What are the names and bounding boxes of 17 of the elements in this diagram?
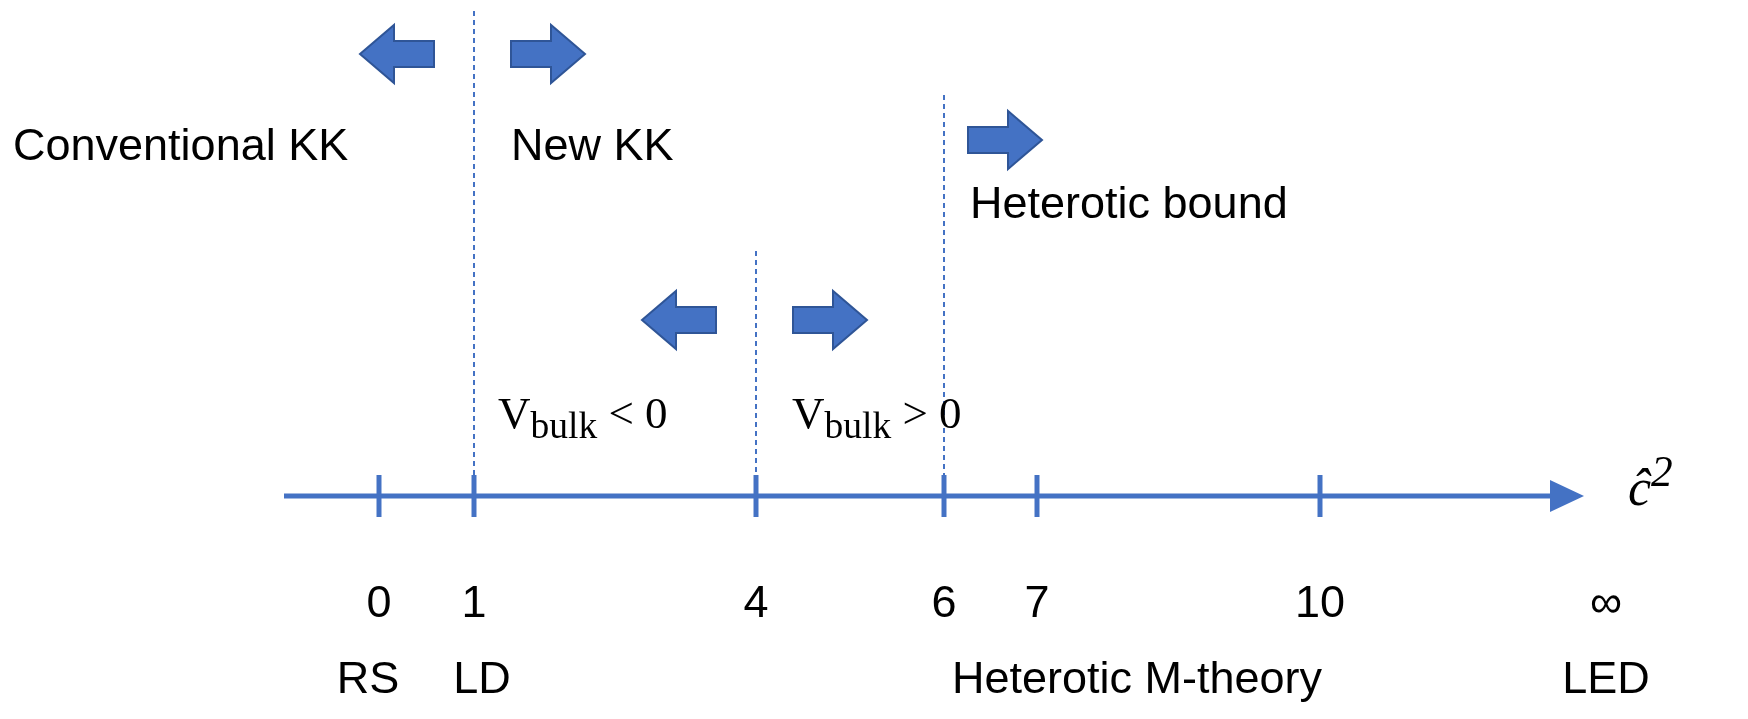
tick-label: 6	[931, 577, 957, 627]
axis-label: ĉ$^{2}$	[1628, 448, 1673, 516]
model-label: Heterotic M-theory	[951, 653, 1323, 703]
model-label: LD	[453, 653, 511, 703]
tick-label: 7	[1024, 577, 1050, 627]
formula-label: V$_{bulk}$ > 0	[792, 389, 962, 447]
tick-label: 1	[461, 577, 487, 627]
region-label: Conventional KK	[13, 120, 349, 170]
model-label: LED	[1562, 653, 1650, 703]
formula-label: V$_{bulk}$ < 0	[498, 389, 668, 447]
tick-label: 10	[1294, 577, 1346, 627]
tick-label: ∞	[1589, 577, 1623, 627]
region-label: New KK	[511, 120, 674, 170]
tick-label: 4	[743, 577, 769, 627]
region-label: Heterotic bound	[970, 178, 1288, 228]
model-label: RS	[336, 653, 400, 703]
tick-label: 0	[366, 577, 392, 627]
